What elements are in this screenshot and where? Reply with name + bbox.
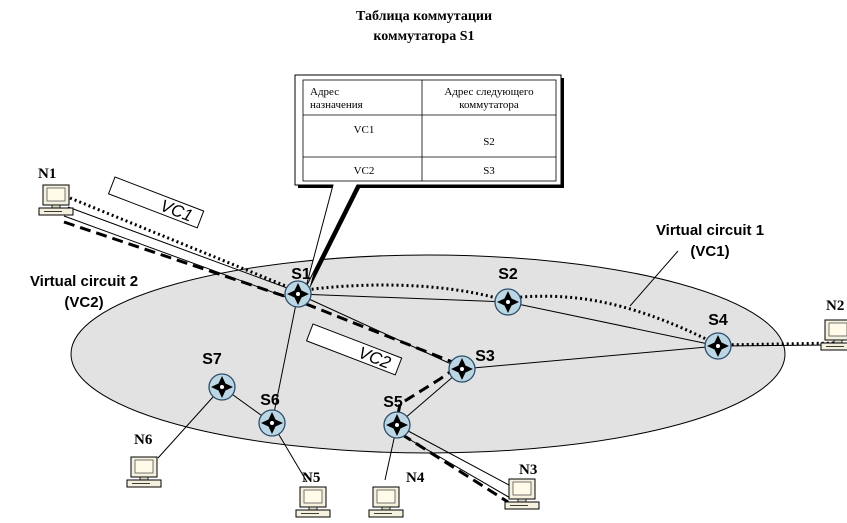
vc1-caption-line2: (VC1) xyxy=(690,243,729,260)
node-n4-label: N4 xyxy=(406,470,425,486)
switch-s3-icon[interactable] xyxy=(448,355,476,383)
svg-text:VC1: VC1 xyxy=(158,196,196,226)
computer-n2-icon[interactable] xyxy=(820,319,847,351)
vc1-caption-line1: Virtual circuit 1 xyxy=(656,222,764,239)
computer-n6-icon[interactable] xyxy=(126,456,162,488)
switch-s6-label: S6 xyxy=(260,392,280,409)
vc2-caption-line2: (VC2) xyxy=(64,294,103,311)
node-n2-label: N2 xyxy=(826,298,844,314)
computer-n5-icon[interactable] xyxy=(295,486,331,518)
switch-s1-label: S1 xyxy=(291,266,311,283)
node-n6-label: N6 xyxy=(134,432,153,448)
switch-s2-label: S2 xyxy=(498,266,518,283)
vc1-tag: VC1 xyxy=(107,176,205,229)
table-title-line1: Таблица коммутации xyxy=(356,9,492,24)
table-header-dest-line2: назначения xyxy=(310,99,363,111)
switch-s5-label: S5 xyxy=(383,394,403,411)
table-header-next-line2: коммутатора xyxy=(459,99,519,111)
table-header-dest-line1: Адрес xyxy=(310,86,339,98)
switch-s4-icon[interactable] xyxy=(704,332,732,360)
table-title-line2: коммутатора S1 xyxy=(373,29,474,44)
switch-s3-label: S3 xyxy=(475,348,495,365)
switch-s4-label: S4 xyxy=(708,312,728,329)
vc2-caption-line1: Virtual circuit 2 xyxy=(30,273,138,290)
table-row1-next: S2 xyxy=(483,136,495,148)
switch-s7-label: S7 xyxy=(202,351,222,368)
table-row2-dest: VC2 xyxy=(354,165,375,177)
vc1-path xyxy=(69,196,841,347)
table-header-next-line1: Адрес следующего xyxy=(444,86,534,98)
table-row1-dest: VC1 xyxy=(354,124,375,136)
node-n3-label: N3 xyxy=(519,462,537,478)
switch-s6-icon[interactable] xyxy=(258,409,286,437)
switch-s2-icon[interactable] xyxy=(494,288,522,316)
switch-s5-icon[interactable] xyxy=(383,411,411,439)
node-n5-label: N5 xyxy=(302,470,320,486)
computer-n1-icon[interactable] xyxy=(38,184,74,216)
computer-n4-icon[interactable] xyxy=(368,486,404,518)
switching-table xyxy=(302,79,557,182)
computer-n3-icon[interactable] xyxy=(504,478,540,510)
node-n1-label: N1 xyxy=(38,166,56,182)
switch-s7-icon[interactable] xyxy=(208,373,236,401)
switch-s1-icon[interactable] xyxy=(284,280,312,308)
table-row2-next: S3 xyxy=(483,165,495,177)
